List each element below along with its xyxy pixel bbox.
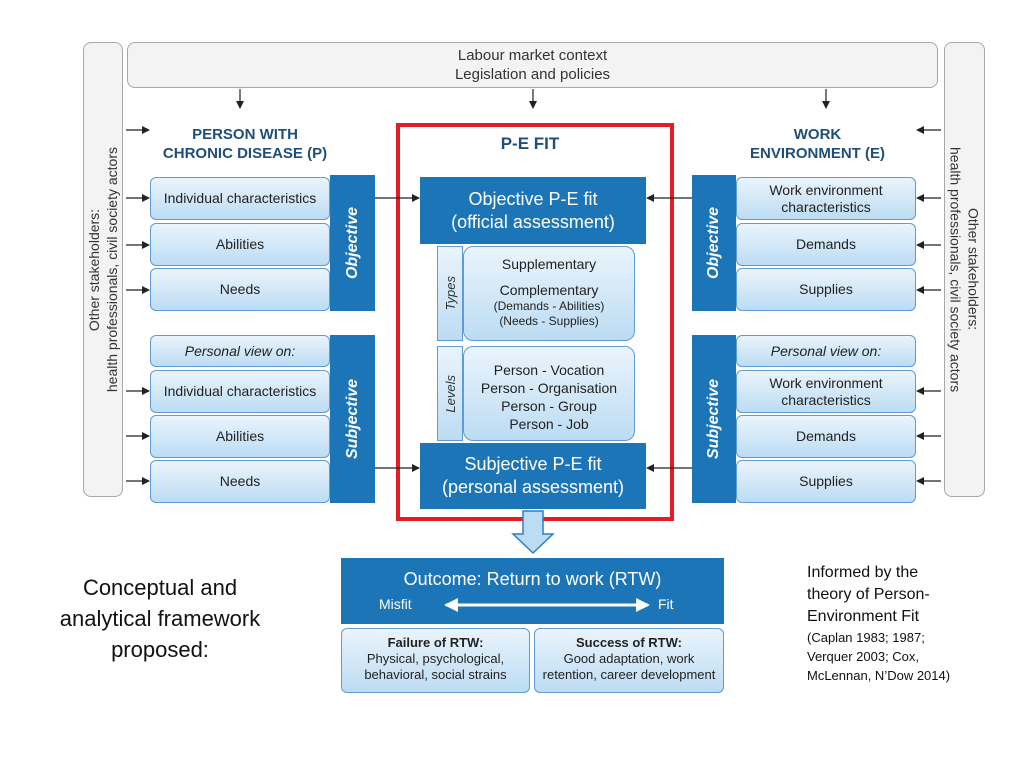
person-subjective-abilities: Abilities [150,415,330,458]
outcome-header: Outcome: Return to work (RTW) Misfit Fit [341,558,724,624]
person-subjective-personal-view: Personal view on: [150,335,330,367]
types-tag: Types [437,246,463,341]
level-vocation: Person - Vocation [493,362,605,378]
levels-tag: Levels [437,346,463,441]
context-bar: Labour market context Legislation and po… [127,42,938,88]
person-objective-abilities: Abilities [150,223,330,266]
context-line-2: Legislation and policies [454,66,611,83]
types-box: Supplementary Complementary (Demands - A… [463,246,635,341]
outcome-success-box: Success of RTW: Good adaptation, work re… [534,628,724,693]
success-line-1: Good adaptation, work [563,651,695,666]
person-subjective-characteristics: Individual characteristics [150,370,330,413]
outcome-failure-box: Failure of RTW: Physical, psychological,… [341,628,530,693]
environment-subjective-personal-view: Personal view on: [736,335,916,367]
person-objective-label: Objective [330,175,375,311]
subjective-pe-fit-box: Subjective P-E fit (personal assessment) [420,443,646,509]
type-complementary-detail-2: (Needs - Supplies) [499,314,599,328]
objective-pe-fit-box: Objective P-E fit (official assessment) [420,177,646,244]
caption: Conceptual and analytical framework prop… [59,575,261,662]
environment-subjective-characteristics: Work environment characteristics [736,370,916,413]
level-job: Person - Job [509,416,589,432]
environment-objective-demands: Demands [736,223,916,266]
outcome-misfit-label: Misfit [379,596,412,612]
type-complementary-detail-1: (Demands - Abilities) [493,299,605,313]
type-complementary: Complementary [499,282,599,298]
level-organisation: Person - Organisation [480,380,618,396]
failure-line-2: behavioral, social strains [364,667,507,682]
stakeholders-left: Other stakeholders: health professionals… [83,42,123,497]
environment-subjective-supplies: Supplies [736,460,916,503]
type-supplementary: Supplementary [501,256,597,272]
environment-subjective-label: Subjective [692,335,736,503]
person-objective-needs: Needs [150,268,330,311]
failure-title: Failure of RTW: [387,635,484,650]
person-title: PERSON WITH CHRONIC DISEASE (P) [162,126,328,162]
outcome-title: Outcome: Return to work (RTW) [403,569,662,589]
environment-objective-label: Objective [692,175,736,311]
failure-line-1: Physical, psychological, [366,651,505,666]
stakeholders-right: Other stakeholders: health professionals… [944,42,985,497]
environment-title: WORK ENVIRONMENT (E) [750,126,885,162]
person-subjective-label: Subjective [330,335,375,503]
context-line-1: Labour market context [457,47,608,64]
stakeholders-right-line-1: Other stakeholders: [965,208,982,331]
environment-objective-supplies: Supplies [736,268,916,311]
person-objective-characteristics: Individual characteristics [150,177,330,220]
outcome-fit-label: Fit [658,596,674,612]
success-title: Success of RTW: [576,635,682,650]
theory-note: Informed by the theory of Person- Enviro… [807,564,951,683]
environment-objective-characteristics: Work environment characteristics [736,177,916,220]
success-line-2: retention, career development [542,667,716,682]
environment-subjective-demands: Demands [736,415,916,458]
stakeholders-right-line-2: health professionals, civil society acto… [947,146,964,393]
person-subjective-needs: Needs [150,460,330,503]
levels-box: Person - Vocation Person - Organisation … [463,346,635,441]
pe-fit-title: P-E FIT [500,134,560,153]
level-group: Person - Group [501,398,597,414]
